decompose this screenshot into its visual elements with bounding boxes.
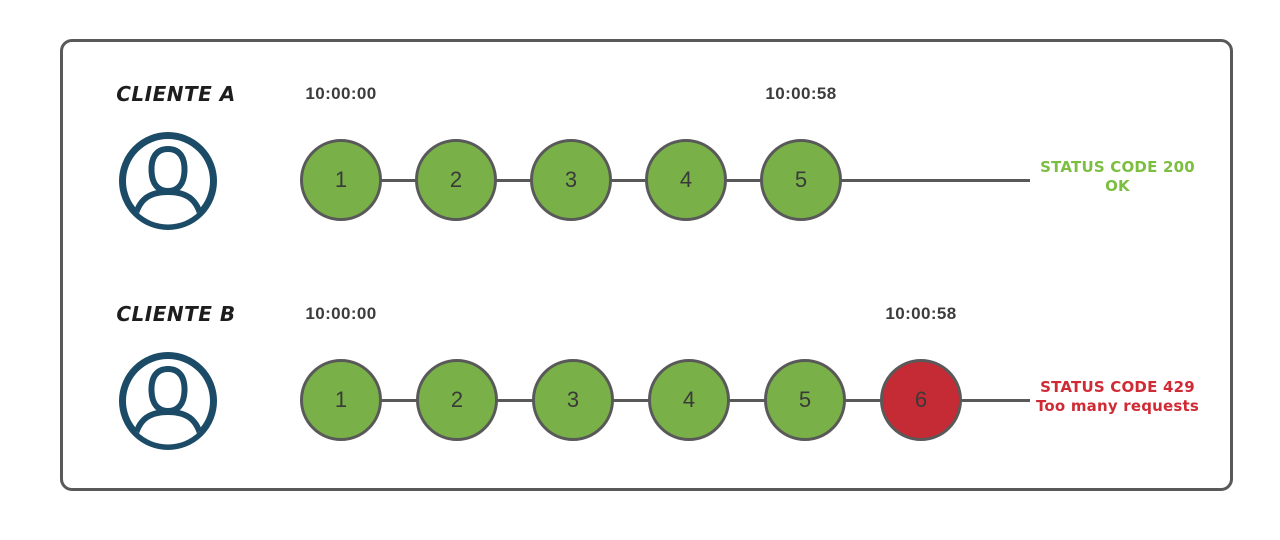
diagram-frame [60, 39, 1233, 491]
